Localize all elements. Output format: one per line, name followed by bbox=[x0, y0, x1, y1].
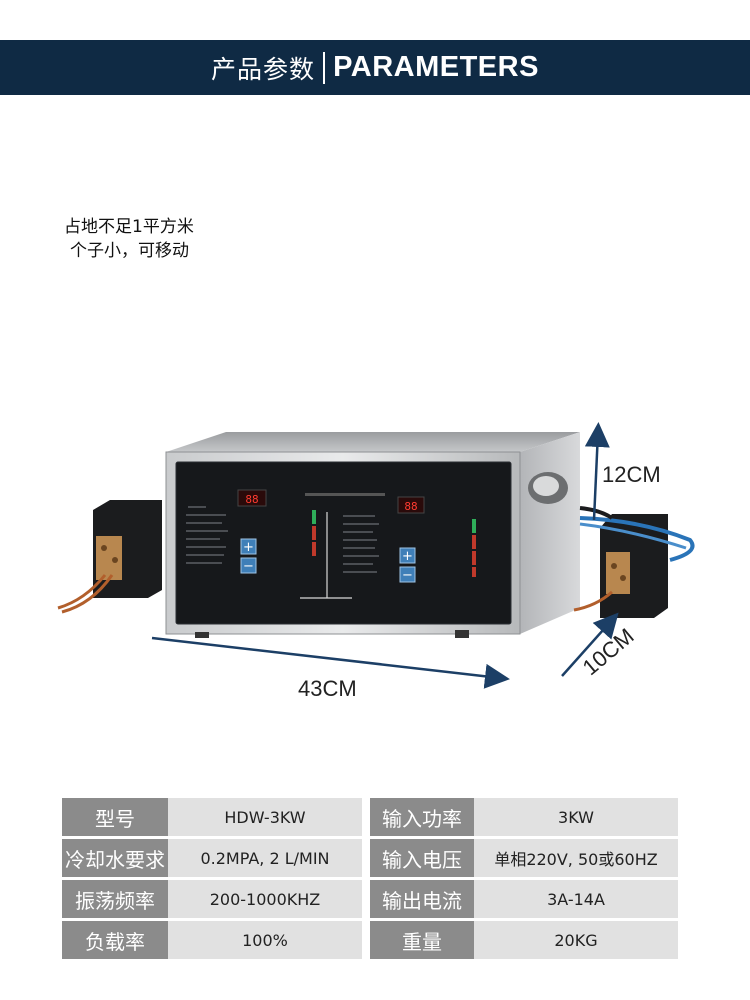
spec-value: HDW-3KW bbox=[168, 798, 362, 836]
spec-row: 振荡频率 200-1000KHZ 输出电流 3A-14A bbox=[62, 880, 682, 918]
height-arrow bbox=[584, 422, 610, 521]
cabinet-foot bbox=[455, 630, 469, 638]
left-plus-button bbox=[240, 538, 257, 555]
spec-value: 20KG bbox=[474, 921, 678, 959]
cabinet-top bbox=[166, 432, 580, 452]
plus-icon: + bbox=[243, 540, 254, 555]
spec-label: 型号 bbox=[62, 798, 168, 836]
left-display-digits: 88 bbox=[245, 493, 258, 506]
spec-label: 冷却水要求 bbox=[62, 839, 168, 877]
left-digital-display bbox=[237, 489, 267, 507]
spec-value: 3A-14A bbox=[474, 880, 678, 918]
spec-row: 冷却水要求 0.2MPA, 2 L/MIN 输入电压 单相220V, 50或60… bbox=[62, 839, 682, 877]
minus-icon: − bbox=[402, 568, 413, 583]
left-transformer-terminal bbox=[96, 536, 122, 580]
cabinet-foot bbox=[195, 632, 209, 638]
right-indicator-bars bbox=[472, 519, 476, 577]
height-dimension: 12CM bbox=[602, 462, 661, 487]
cabinet-side bbox=[520, 432, 580, 634]
right-transformer-terminal bbox=[606, 552, 630, 594]
feature-portable: 个子小，可移动 bbox=[70, 241, 189, 261]
water-hose bbox=[579, 522, 687, 550]
left-minus-button bbox=[240, 557, 257, 574]
spec-label: 输入电压 bbox=[370, 839, 474, 877]
control-panel bbox=[175, 461, 512, 625]
spec-value: 100% bbox=[168, 921, 362, 959]
left-copper-coil bbox=[61, 574, 114, 614]
depth-arrow bbox=[561, 612, 619, 677]
plus-icon: + bbox=[402, 549, 413, 564]
minus-icon: − bbox=[243, 559, 254, 574]
title-cn: 产品参数 bbox=[211, 54, 316, 84]
right-copper-coil bbox=[573, 590, 613, 612]
spec-row: 型号 HDW-3KW 输入功率 3KW bbox=[62, 798, 682, 836]
spec-label: 负载率 bbox=[62, 921, 168, 959]
right-display-digits: 88 bbox=[404, 500, 417, 513]
width-dimension: 43CM bbox=[298, 676, 357, 701]
spec-value: 0.2MPA, 2 L/MIN bbox=[168, 839, 362, 877]
spec-label: 输出电流 bbox=[370, 880, 474, 918]
side-handle-highlight bbox=[533, 476, 559, 496]
panel-instruction-text bbox=[186, 506, 379, 573]
left-indicator-bars bbox=[312, 510, 316, 556]
feature-footprint: 占地不足1平方米 bbox=[64, 217, 194, 237]
spec-label: 重量 bbox=[370, 921, 474, 959]
spec-value: 3KW bbox=[474, 798, 678, 836]
title-divider bbox=[323, 51, 326, 84]
right-digital-display bbox=[397, 496, 425, 514]
spec-row: 负载率 100% 重量 20KG bbox=[62, 921, 682, 959]
width-arrow bbox=[151, 636, 510, 689]
spec-label: 输入功率 bbox=[370, 798, 474, 836]
water-hose bbox=[579, 516, 695, 562]
title-en: PARAMETERS bbox=[333, 51, 539, 83]
left-copper-coil bbox=[57, 574, 107, 610]
spec-value: 200-1000KHZ bbox=[168, 880, 362, 918]
right-minus-button bbox=[399, 566, 416, 583]
right-plus-button bbox=[399, 547, 416, 564]
power-cable bbox=[579, 506, 614, 520]
spec-value: 单相220V, 50或60HZ bbox=[474, 839, 678, 877]
header-banner: 产品参数 PARAMETERS bbox=[0, 40, 750, 95]
spec-label: 振荡频率 bbox=[62, 880, 168, 918]
spec-table: 型号 HDW-3KW 输入功率 3KW 冷却水要求 0.2MPA, 2 L/MI… bbox=[62, 798, 682, 962]
panel-header-text bbox=[305, 493, 385, 496]
